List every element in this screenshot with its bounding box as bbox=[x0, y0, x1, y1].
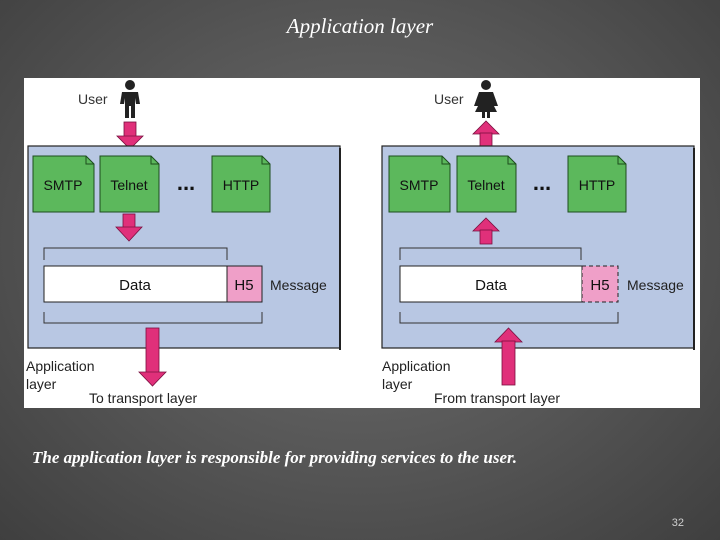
receiver-smtp-box: SMTP bbox=[388, 155, 451, 213]
application-layer-figure: User SMTP Telnet ... HTTP bbox=[24, 78, 700, 408]
sender-http-box: HTTP bbox=[211, 155, 271, 213]
receiver-header-block bbox=[581, 265, 619, 303]
sender-ellipsis: ... bbox=[177, 170, 195, 195]
sender-side: User SMTP Telnet ... HTTP bbox=[26, 80, 341, 406]
receiver-ellipsis: ... bbox=[533, 170, 551, 195]
diagram-canvas: User SMTP Telnet ... HTTP bbox=[26, 80, 695, 406]
receiver-smtp-label: SMTP bbox=[400, 177, 439, 193]
receiver-http-label: HTTP bbox=[579, 177, 616, 193]
sender-user-label: User bbox=[78, 91, 108, 107]
sender-data-block bbox=[43, 265, 228, 303]
sender-telnet-label: Telnet bbox=[110, 177, 147, 193]
receiver-up-arrow-middle bbox=[472, 217, 500, 245]
slide-title: Application layer bbox=[286, 14, 434, 38]
sender-layer-label-1: Application bbox=[26, 358, 95, 374]
receiver-telnet-box: Telnet bbox=[456, 155, 517, 213]
receiver-side: User SMTP Telnet ... HTTP bbox=[381, 80, 695, 406]
slide-caption: The application layer is responsible for… bbox=[32, 448, 517, 467]
sender-telnet-box: Telnet bbox=[99, 155, 160, 213]
receiver-message-label: Message bbox=[627, 277, 684, 293]
sender-smtp-label: SMTP bbox=[44, 177, 83, 193]
receiver-data-label: Data bbox=[475, 277, 507, 294]
sender-smtp-box: SMTP bbox=[32, 155, 95, 213]
sender-transport-label: To transport layer bbox=[89, 390, 197, 406]
receiver-data-block bbox=[399, 265, 583, 303]
sender-down-arrow-middle bbox=[115, 213, 143, 242]
sender-http-label: HTTP bbox=[223, 177, 260, 193]
receiver-http-box: HTTP bbox=[567, 155, 627, 213]
sender-down-arrow-bottom bbox=[138, 327, 167, 387]
receiver-up-arrow-bottom bbox=[494, 327, 523, 386]
sender-layer-label-2: layer bbox=[26, 376, 57, 392]
receiver-layer-label-1: Application bbox=[382, 358, 451, 374]
sender-message-label: Message bbox=[270, 277, 327, 293]
receiver-header-label: H5 bbox=[590, 277, 609, 294]
receiver-telnet-label: Telnet bbox=[467, 177, 504, 193]
receiver-transport-label: From transport layer bbox=[434, 390, 560, 406]
male-user-icon bbox=[120, 80, 140, 118]
sender-header-label: H5 bbox=[234, 277, 253, 294]
page-number: 32 bbox=[671, 517, 684, 529]
sender-header-block bbox=[226, 265, 263, 303]
receiver-user-label: User bbox=[434, 91, 464, 107]
female-user-icon bbox=[474, 80, 498, 118]
sender-data-label: Data bbox=[119, 277, 151, 294]
receiver-up-arrow-top bbox=[472, 120, 500, 148]
receiver-layer-label-2: layer bbox=[382, 376, 413, 392]
sender-down-arrow-top bbox=[116, 121, 144, 150]
